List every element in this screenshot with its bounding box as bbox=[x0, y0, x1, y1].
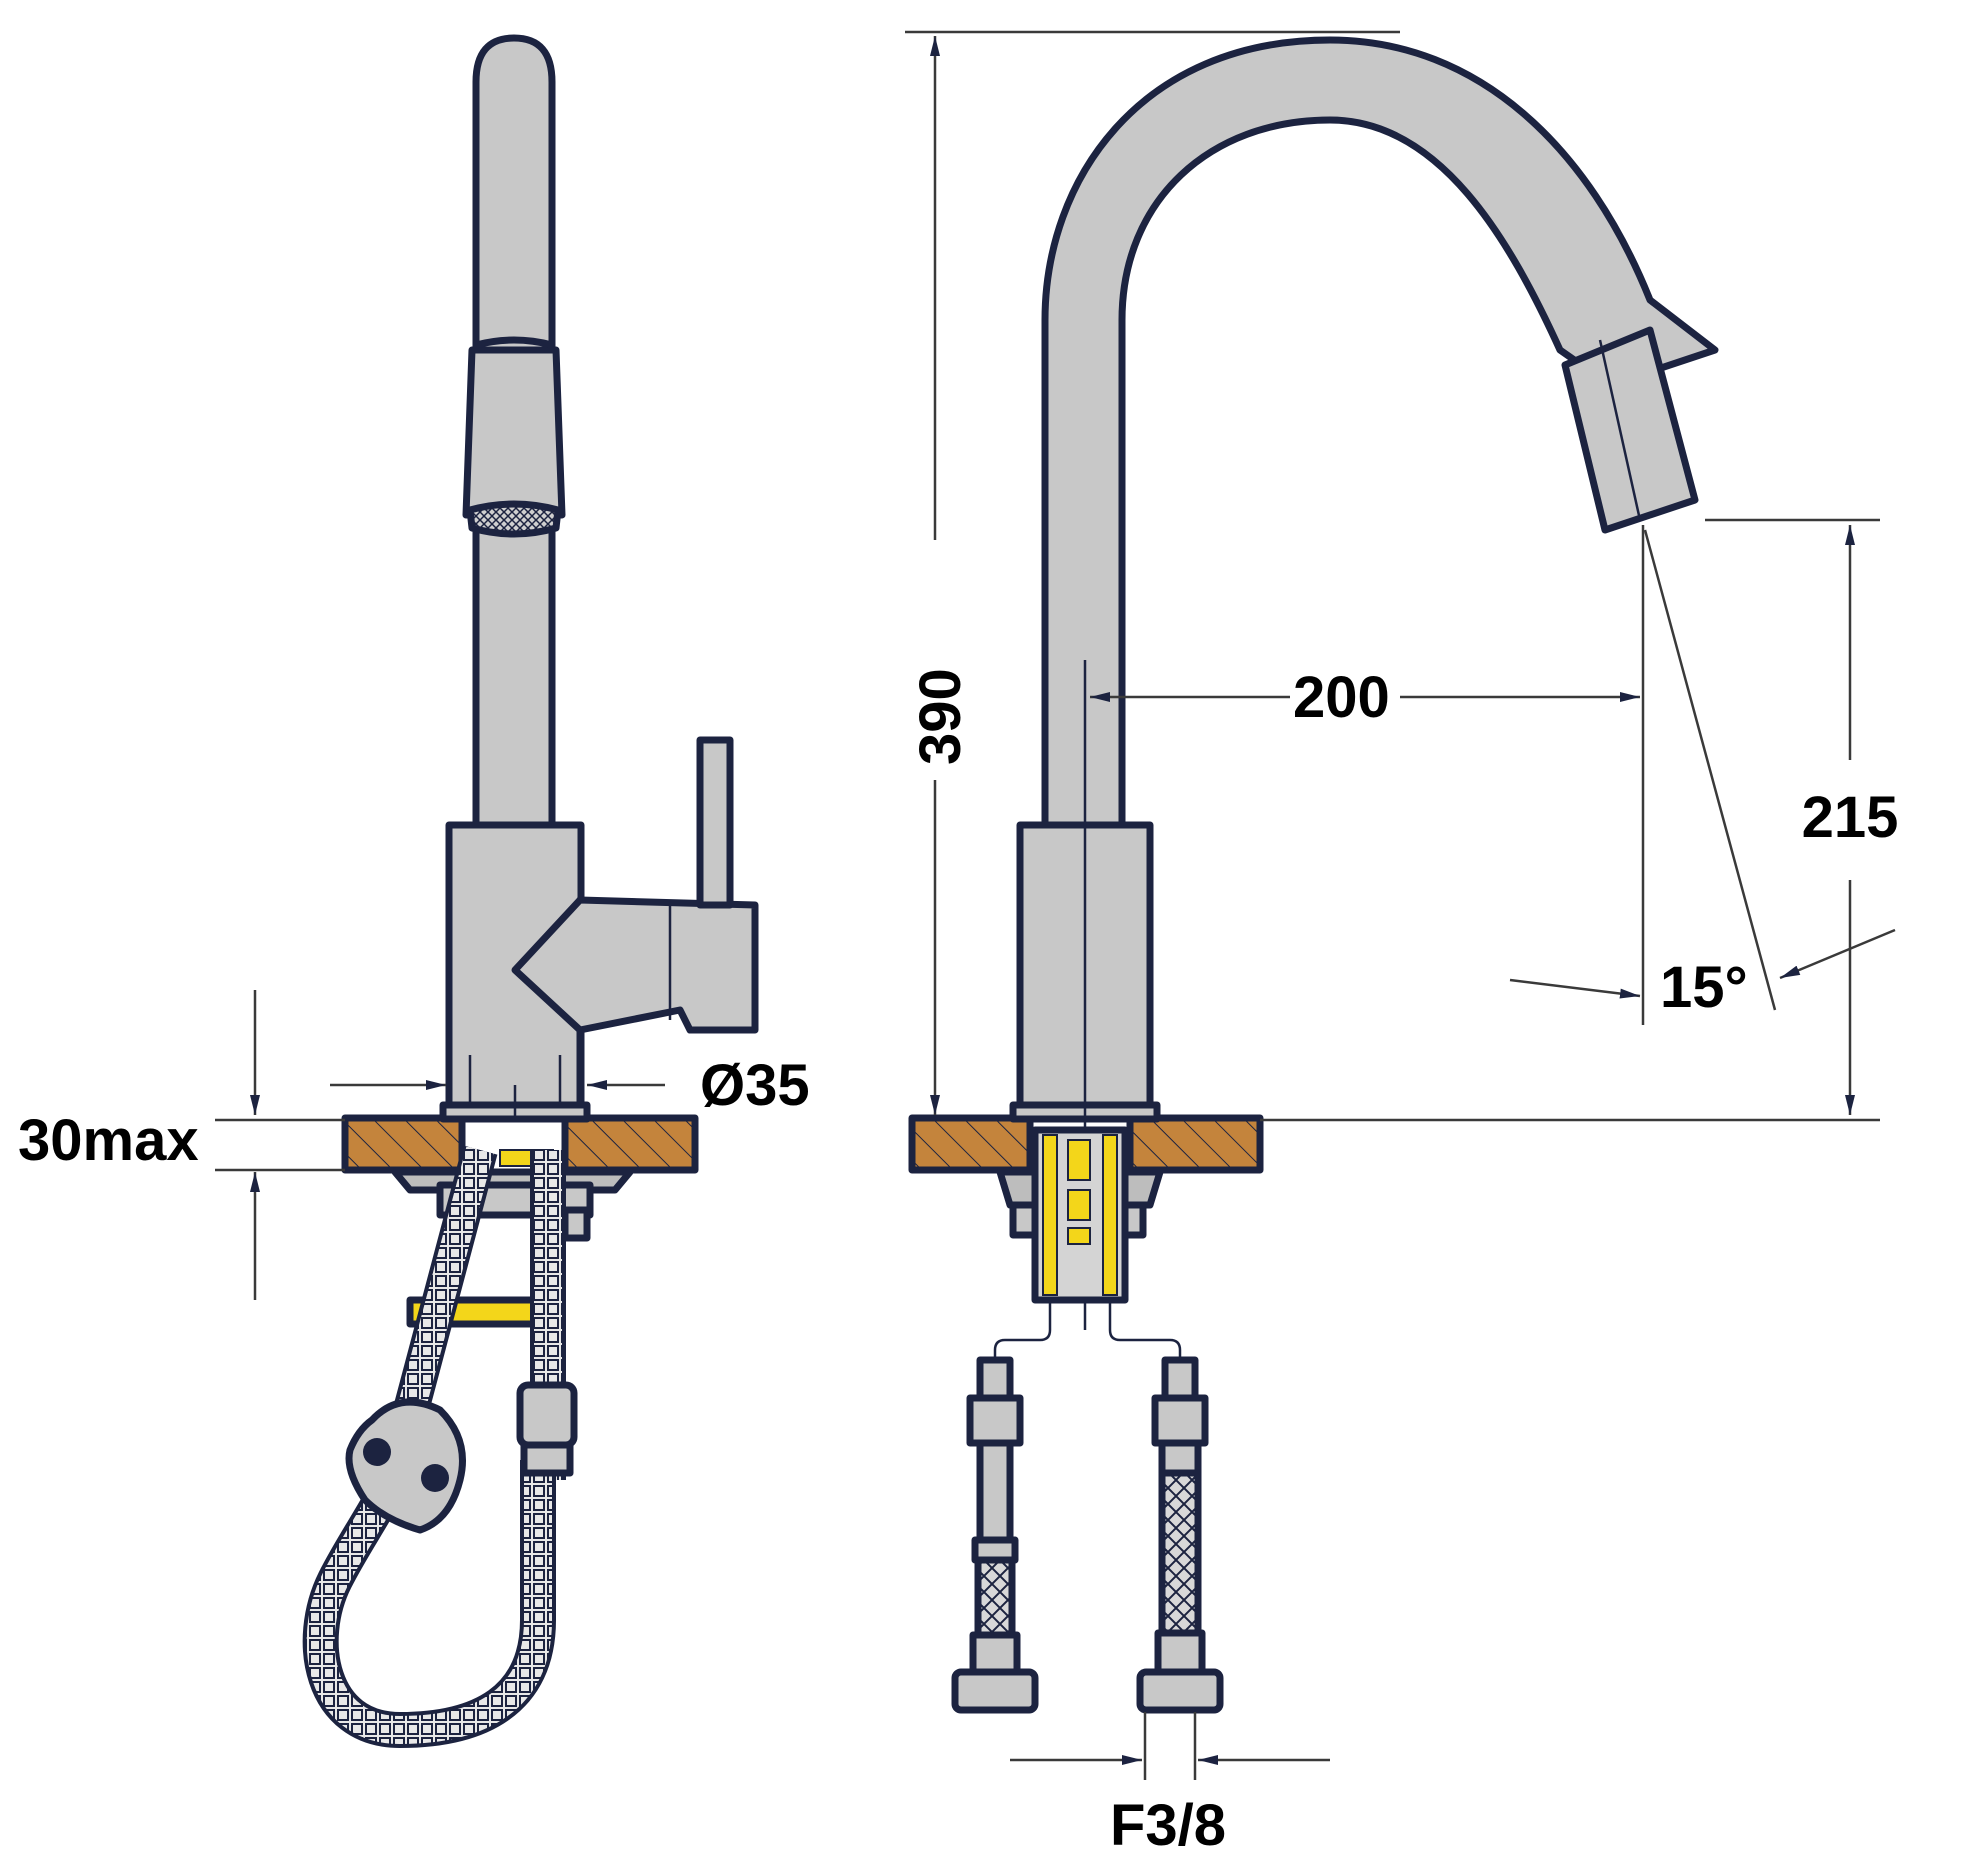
label-spray-angle: 15° bbox=[1660, 955, 1748, 1020]
under-deck-assembly-right bbox=[996, 1126, 1164, 1304]
dimension-total-height: 390 bbox=[905, 30, 1400, 1115]
hose-weight bbox=[345, 1398, 466, 1534]
dimension-base-diameter: Ø35 bbox=[330, 1053, 810, 1118]
label-connection-thread: F3/8 bbox=[1110, 1793, 1226, 1858]
dimension-outlet-height: 215 bbox=[1260, 518, 1899, 1122]
mixer-body-left bbox=[439, 736, 759, 1123]
countertop-right bbox=[908, 1114, 1264, 1174]
supply-hose-cold bbox=[951, 1356, 1039, 1714]
left-side-view: 30max Ø35 bbox=[18, 34, 810, 1749]
dimension-spray-angle: 15° bbox=[1509, 529, 1896, 1020]
spray-head-left bbox=[462, 336, 566, 538]
mixer-body-right bbox=[1009, 660, 1161, 1330]
label-total-height: 390 bbox=[908, 668, 973, 765]
supply-hose-hot bbox=[1136, 1356, 1224, 1714]
label-base-diameter: Ø35 bbox=[700, 1053, 810, 1118]
right-front-view: 390 200 215 15° bbox=[905, 30, 1899, 1858]
pullout-hose bbox=[302, 1145, 578, 1749]
gooseneck-spout bbox=[1041, 36, 1719, 829]
dimension-deck-thickness: 30max bbox=[18, 990, 345, 1300]
label-deck-thickness: 30max bbox=[18, 1108, 199, 1173]
supply-hoses bbox=[951, 1300, 1224, 1714]
label-spout-reach: 200 bbox=[1293, 665, 1390, 730]
dimension-spout-reach: 200 bbox=[1090, 525, 1645, 1025]
label-outlet-height: 215 bbox=[1802, 785, 1899, 850]
dimension-connection-thread: F3/8 bbox=[1010, 1712, 1330, 1858]
